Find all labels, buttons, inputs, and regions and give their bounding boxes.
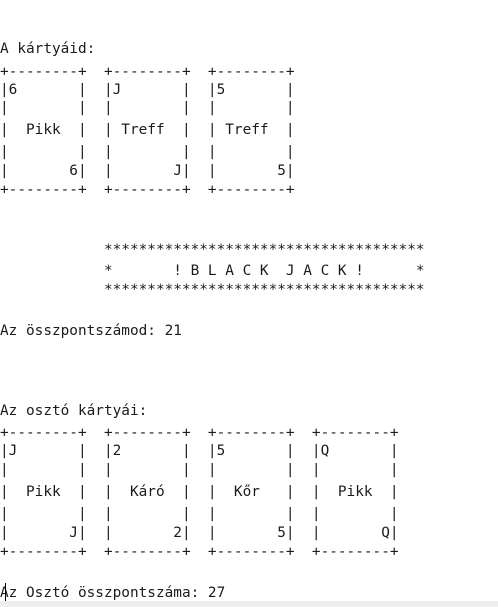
dealer-cards-heading: Az osztó kártyái:: [0, 403, 148, 419]
dealer-cards-row: | | | | | | | |: [0, 462, 399, 478]
player-cards-row: | Pikk | | Treff | | Treff |: [0, 122, 295, 138]
dealer-cards-row: |J | |2 | |5 | |Q |: [0, 443, 399, 459]
player-cards-heading: A kártyáid:: [0, 41, 96, 57]
player-cards-row: |6 | |J | |5 |: [0, 82, 295, 98]
text-cursor: [5, 583, 6, 603]
player-cards-row: | | | | | |: [0, 144, 295, 160]
blackjack-banner: * ! B L A C K J A C K ! *: [0, 263, 425, 279]
dealer-cards-row: | J| | 2| | 5| | Q|: [0, 525, 399, 541]
blackjack-banner-border: *************************************: [0, 242, 425, 258]
player-cards-row: +--------+ +--------+ +--------+: [0, 182, 295, 198]
dealer-cards-row: +--------+ +--------+ +--------+ +------…: [0, 544, 399, 560]
player-cards-row: +--------+ +--------+ +--------+: [0, 64, 295, 80]
player-cards-row: | 6| | J| | 5|: [0, 163, 295, 179]
dealer-total-score: Az Osztó összpontszáma: 27: [0, 585, 226, 601]
dealer-cards-row: | | | | | | | |: [0, 506, 399, 522]
player-total-score: Az összpontszámod: 21: [0, 323, 182, 339]
horizontal-scrollbar[interactable]: [0, 601, 498, 607]
dealer-cards-row: | Pikk | | Káró | | Kőr | | Pikk |: [0, 484, 399, 500]
player-cards-row: | | | | | |: [0, 100, 295, 116]
dealer-cards-row: +--------+ +--------+ +--------+ +------…: [0, 425, 399, 441]
blackjack-banner-border: *************************************: [0, 282, 425, 298]
